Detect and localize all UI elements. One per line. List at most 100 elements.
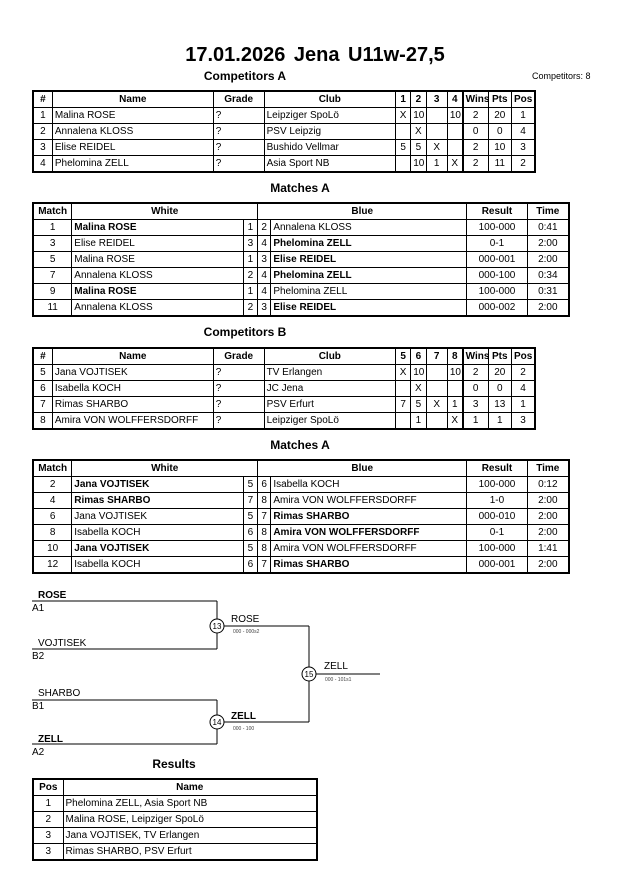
blue-number: 6 [257,476,272,493]
sf2-score: 000 - 100 [233,726,254,732]
round-score [446,380,464,397]
match-time: 1:41 [526,540,570,557]
sf1-score: 000 - 000s2 [233,629,260,635]
round-score: X [410,123,427,140]
sf1-top-seed: A1 [32,603,45,614]
round-score: 7 [394,396,412,413]
round-header: 1 [394,90,412,108]
round-header: 8 [446,347,464,365]
blue-number: 3 [257,251,272,268]
match-time: 2:00 [526,235,570,252]
round-score: 1 [446,396,464,413]
blue-competitor: Rimas SHARBO [270,508,468,525]
competitor-name: Phelomina ZELL [51,155,214,173]
stat-header: Wins [461,90,489,108]
blue-competitor: Elise REIDEL [270,251,468,268]
round-score: 10 [446,107,464,124]
competitor-name: Annalena KLOSS [51,123,214,140]
match-header: Match [32,459,73,477]
competitor-club: Leipziger SpoLö [263,412,396,430]
match-time: 2:00 [526,251,570,268]
competitor-number: 2 [32,123,53,140]
round-header: 7 [425,347,448,365]
competitor-name: Jana VOJTISEK [51,364,214,381]
blue-competitor: Rimas SHARBO [270,556,468,574]
stat-header: Pos [511,347,536,365]
col-header: Club [263,347,396,365]
competitor-wins: 0 [461,380,489,397]
match-number: 5 [32,251,73,268]
competitor-grade: ? [212,107,265,124]
competitor-club: JC Jena [263,380,396,397]
competitor-points: 10 [487,139,513,156]
match-time: 2:00 [526,299,570,317]
competitor-position: 2 [511,364,536,381]
competitor-grade: ? [212,380,265,397]
match-result: 100-000 [466,219,528,236]
white-competitor: Isabella KOCH [71,556,244,574]
competitor-name: Amira VON WOLFFERSDORFF [51,412,214,430]
match-number: 12 [32,556,73,574]
round-score: 10 [446,364,464,381]
blue-header: Blue [257,202,468,220]
round-header: 2 [410,90,427,108]
white-competitor: Malina ROSE [71,219,244,236]
result-position: 3 [32,827,64,844]
match-time: 0:31 [526,283,570,300]
blue-competitor: Phelomina ZELL [270,283,468,300]
blue-competitor: Annalena KLOSS [270,219,468,236]
round-score: X [446,155,464,173]
white-number: 1 [242,283,259,300]
white-competitor: Annalena KLOSS [71,299,244,317]
final-match-number: 15 [305,670,314,679]
competitor-grade: ? [212,155,265,173]
col-header: Name [51,90,214,108]
competitor-grade: ? [212,396,265,413]
competitor-points: 0 [487,123,513,140]
blue-competitor: Amira VON WOLFFERSDORFF [270,540,468,557]
round-score: 5 [410,396,427,413]
competitor-club: Asia Sport NB [263,155,396,173]
blue-competitor: Isabella KOCH [270,476,468,493]
sf2-top-name: SHARBO [38,688,80,699]
match-number: 8 [32,524,73,541]
results-heading: Results [152,757,196,771]
result-position: 1 [32,795,64,812]
result-header: Result [466,202,528,220]
matches-a-heading: Matches A [270,181,330,195]
round-score: 5 [394,139,412,156]
competitor-position: 1 [511,107,536,124]
white-competitor: Jana VOJTISEK [71,508,244,525]
match-number: 3 [32,235,73,252]
competitor-wins: 3 [461,396,489,413]
competitor-wins: 2 [461,364,489,381]
match-result: 1-0 [466,492,528,509]
blue-competitor: Phelomina ZELL [270,267,468,284]
match-result: 000-001 [466,556,528,574]
white-competitor: Malina ROSE [71,251,244,268]
competitor-name: Elise REIDEL [51,139,214,156]
name-header: Name [62,778,318,796]
match-result: 000-100 [466,267,528,284]
col-header: # [32,90,53,108]
competitor-name: Rimas SHARBO [51,396,214,413]
col-header: Grade [212,90,265,108]
competitors-count: Competitors: 8 [532,71,591,81]
round-score: X [425,139,448,156]
match-time: 2:00 [526,508,570,525]
round-score [394,412,412,430]
round-score [394,380,412,397]
competitor-number: 3 [32,139,53,156]
blue-number: 7 [257,508,272,525]
result-header: Result [466,459,528,477]
